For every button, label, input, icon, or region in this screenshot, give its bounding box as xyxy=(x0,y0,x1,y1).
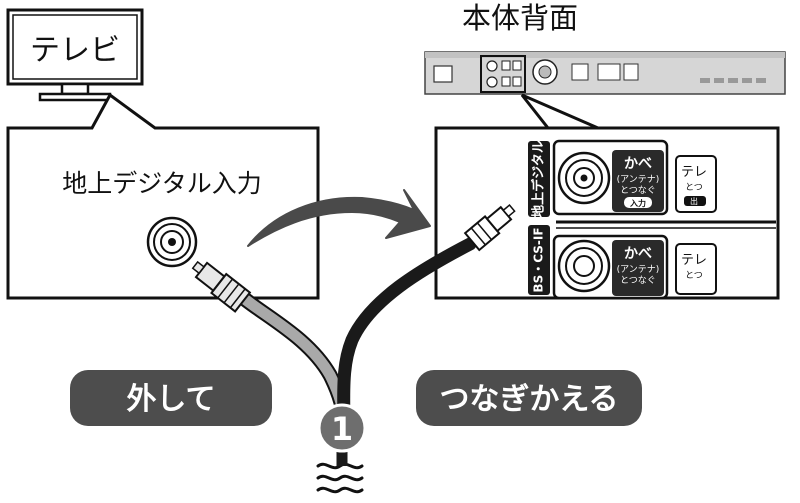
bscs-vertical-label: BS・CS-IF xyxy=(532,227,546,292)
disconnect-pill: 外して xyxy=(70,370,272,426)
new-cable xyxy=(337,204,516,427)
port-tv-badge: 出 xyxy=(690,196,698,206)
port-wall-label-2: かべ xyxy=(624,246,652,262)
wall-wave-icon xyxy=(316,462,364,494)
tv-label: テレビ xyxy=(30,33,120,68)
port-connect-sub: とつなぐ xyxy=(620,185,656,196)
digital-vertical-label: 地上デジタル xyxy=(531,140,547,218)
recorder-back-panel-icon xyxy=(424,51,786,95)
recorder-detail: 地上デジタル BS・CS-IF かべ (アンテナ) とつなぐ 入力 テレ とつ … xyxy=(528,139,776,300)
port-wall-label: かべ xyxy=(624,156,652,172)
step-number: 1 xyxy=(331,410,353,448)
port-tv-label: テレ xyxy=(681,165,707,180)
port-connect-sub-2: とつなぐ xyxy=(620,275,656,286)
move-arrow-icon xyxy=(247,189,431,247)
old-plug-icon xyxy=(191,260,252,313)
tv-callout-box xyxy=(6,92,320,300)
reconnect-label: つなぎかえる xyxy=(439,382,618,417)
step-badge: 1 xyxy=(317,403,367,453)
digital-label-bar xyxy=(528,141,550,217)
reconnect-pill: つなぎかえる xyxy=(416,370,642,426)
disconnect-label: 外して xyxy=(126,382,215,417)
port-tv-label-2: テレ xyxy=(681,253,707,268)
port-tv-sub-2: とつ xyxy=(685,270,703,281)
tv-input-label: 地上デジタル入力 xyxy=(62,169,262,198)
recorder-title: 本体背面 xyxy=(462,1,578,35)
port-antenna-sub-2: (アンテナ) xyxy=(617,264,660,275)
port-input-badge: 入力 xyxy=(629,198,646,208)
bscs-label-bar xyxy=(528,225,550,295)
new-plug-icon xyxy=(463,204,516,252)
port-antenna-sub: (アンテナ) xyxy=(617,174,660,185)
tv-antenna-jack-icon xyxy=(146,216,198,268)
port-tv-sub: とつ xyxy=(685,182,703,193)
